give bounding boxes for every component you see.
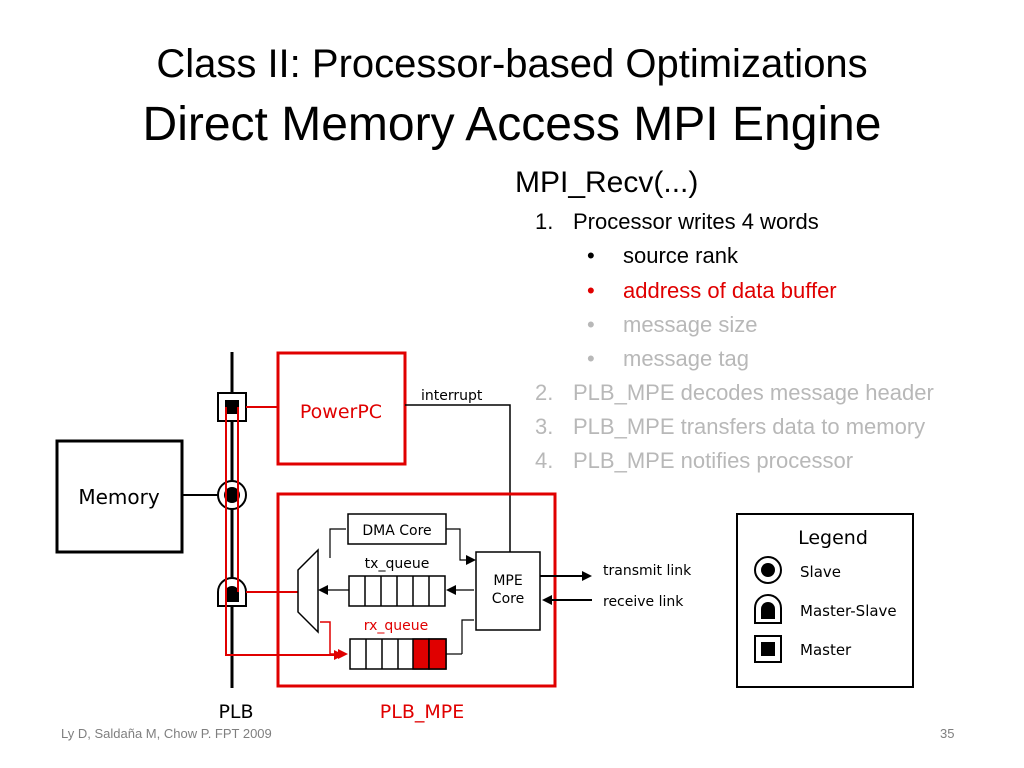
- bullet-mark: •: [587, 278, 595, 303]
- mpe-core-label-line1: MPE: [493, 573, 522, 589]
- bus-interface-mux: [297, 548, 319, 634]
- bullet-mark: •: [587, 346, 595, 371]
- powerpc-label: PowerPC: [300, 401, 382, 423]
- dma-to-mpe-arrow: [446, 528, 476, 565]
- master-icon: [754, 635, 782, 663]
- powerpc-master-port-icon: [217, 392, 247, 422]
- step-text: PLB_MPE decodes message header: [573, 380, 934, 405]
- step-item-3: 3. PLB_MPE transfers data to memory: [535, 413, 925, 441]
- receive-link-label: receive link: [603, 594, 684, 610]
- master-slave-icon: [754, 594, 782, 624]
- legend-label-slave: Slave: [800, 563, 841, 581]
- transmit-link-label: transmit link: [603, 563, 692, 579]
- legend-label-master: Master: [800, 641, 852, 659]
- bullet-mark: •: [587, 243, 595, 268]
- memory-label: Memory: [78, 485, 160, 509]
- legend-title: Legend: [798, 527, 868, 549]
- plb-mpe-block: [276, 492, 557, 688]
- legend-box: Legend Slave Master-Slave Master: [736, 513, 914, 688]
- function-heading: MPI_Recv(...): [515, 166, 699, 199]
- plb-label: PLB: [218, 701, 253, 723]
- step-text: PLB_MPE notifies processor: [573, 448, 854, 473]
- bullet-text: message size: [623, 312, 758, 337]
- bullet-text: message tag: [623, 346, 749, 371]
- plb-mpe-label: PLB_MPE: [380, 701, 464, 723]
- step-number: 2.: [535, 380, 554, 405]
- memory-block: Memory: [55, 439, 184, 554]
- slide-number: 35: [940, 726, 955, 741]
- mpe-core-block: MPE Core: [475, 551, 541, 631]
- dma-core-block: DMA Core: [347, 513, 447, 545]
- bullet-text: address of data buffer: [623, 278, 837, 303]
- rx-queue-label: rx_queue: [364, 618, 429, 634]
- step-text: PLB_MPE transfers data to memory: [573, 414, 926, 439]
- bullet-item-3: • message size: [587, 311, 758, 339]
- dma-core-label: DMA Core: [362, 523, 431, 539]
- footer-citation: Ly D, Saldaña M, Chow P. FPT 2009: [61, 726, 272, 741]
- interrupt-line: [405, 404, 511, 552]
- step-number: 3.: [535, 414, 554, 439]
- tx-queue: [348, 575, 446, 607]
- slide-title-line2: Direct Memory Access MPI Engine: [142, 98, 882, 151]
- data-path-highlight: [225, 407, 344, 660]
- step-number: 4.: [535, 448, 554, 473]
- bullet-mark: •: [587, 312, 595, 337]
- bullet-item-1: • source rank: [587, 242, 738, 270]
- rx-to-mpe-line: [461, 619, 474, 654]
- step-item-4: 4. PLB_MPE notifies processor: [535, 447, 853, 475]
- step-number: 1.: [535, 209, 554, 234]
- step-item-2: 2. PLB_MPE decodes message header: [535, 379, 934, 407]
- step-text: Processor writes 4 words: [573, 209, 819, 234]
- memory-slave-port-icon: [217, 480, 247, 510]
- mpe-core-label-line2: Core: [492, 591, 524, 607]
- step-item-1: 1. Processor writes 4 words: [535, 208, 819, 236]
- bullet-item-4: • message tag: [587, 345, 749, 373]
- interrupt-label: interrupt: [421, 388, 483, 404]
- dma-to-mux-line: [329, 528, 346, 558]
- slave-icon: [754, 556, 782, 584]
- tx-queue-label: tx_queue: [365, 556, 430, 572]
- bullet-item-2: • address of data buffer: [587, 277, 837, 305]
- plb-mpe-master-slave-port-icon: [217, 577, 247, 607]
- mux-to-rx-arrow: [320, 621, 348, 659]
- rx-queue: [349, 638, 447, 670]
- legend-label-master-slave: Master-Slave: [800, 602, 897, 620]
- powerpc-block: PowerPC: [276, 351, 407, 466]
- bullet-text: source rank: [623, 243, 738, 268]
- slide-title-line1: Class II: Processor-based Optimizations: [156, 42, 868, 86]
